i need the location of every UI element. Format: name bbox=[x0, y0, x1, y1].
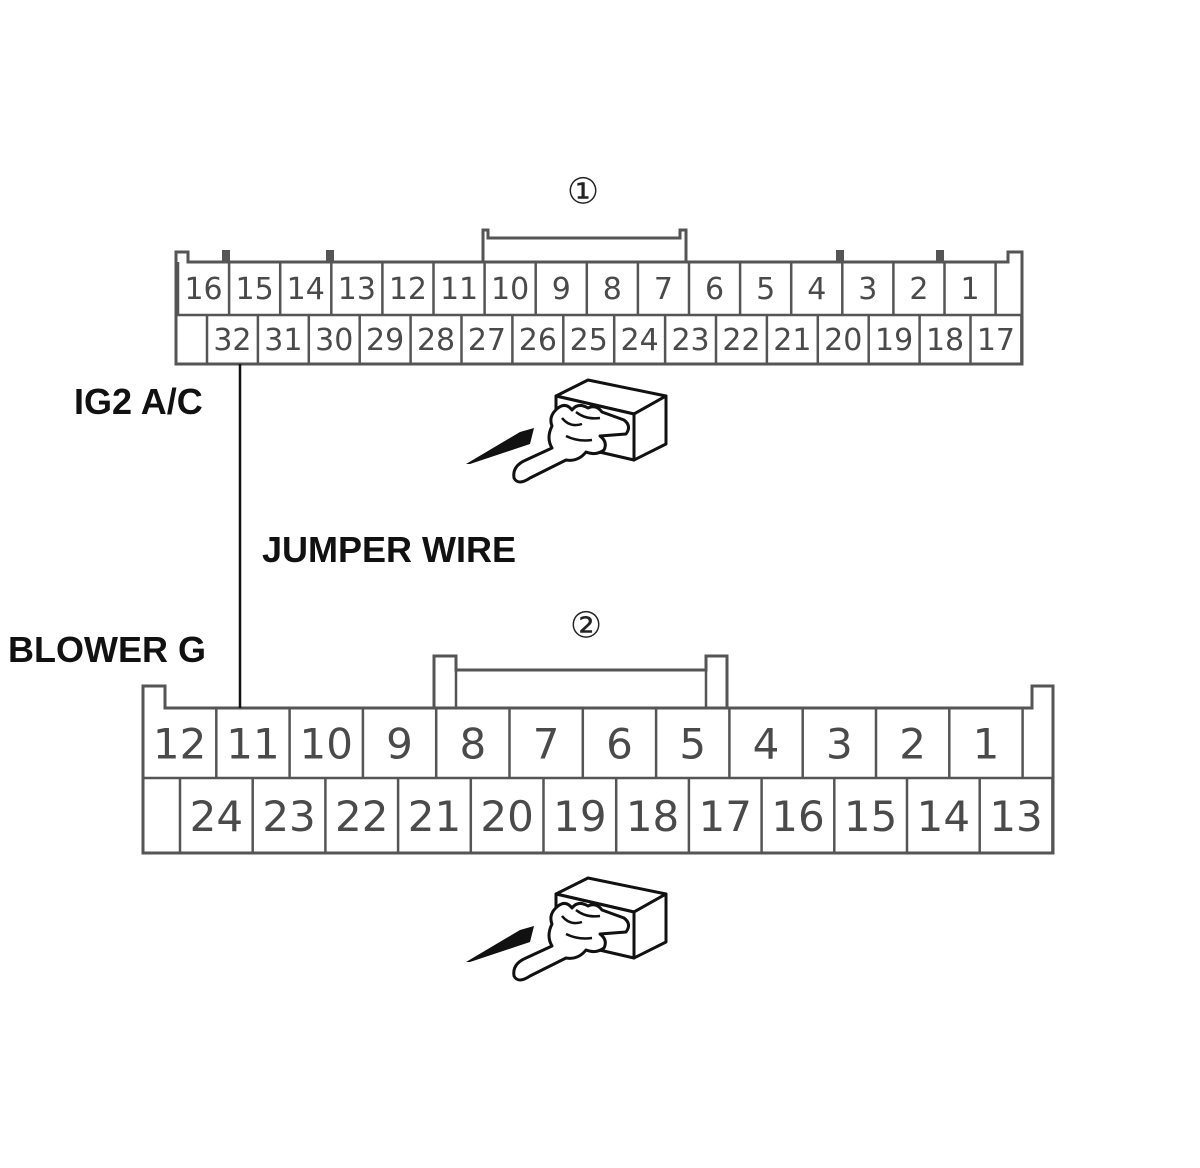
connector2-pin-2: 2 bbox=[899, 720, 926, 769]
connector1-pin-2: 2 bbox=[909, 272, 928, 307]
connector2-pin-24: 24 bbox=[190, 792, 243, 841]
connector1-pin-23: 23 bbox=[671, 323, 709, 358]
connector2-pin-20: 20 bbox=[480, 792, 533, 841]
connector1-pin-20: 20 bbox=[824, 323, 862, 358]
connector1-pin-29: 29 bbox=[366, 323, 404, 358]
connector1-pin-18: 18 bbox=[926, 323, 964, 358]
connector2-pin-17: 17 bbox=[699, 792, 752, 841]
connector1-pin-26: 26 bbox=[519, 323, 557, 358]
connector-1-lock-tab bbox=[481, 228, 688, 262]
connector1-pin-24: 24 bbox=[621, 323, 659, 358]
connector2-pin-22: 22 bbox=[335, 792, 388, 841]
connector1-pin-17: 17 bbox=[977, 323, 1015, 358]
connector1-pin-9: 9 bbox=[552, 272, 571, 307]
hand-pushing-connector-icon bbox=[464, 876, 668, 982]
blower-g-label: BLOWER G bbox=[8, 629, 206, 670]
connector2-pin-16: 16 bbox=[771, 792, 824, 841]
connector1-pin-25: 25 bbox=[570, 323, 608, 358]
connector-2-lock-tab bbox=[432, 654, 729, 708]
connector2-pin-9: 9 bbox=[386, 720, 413, 769]
connector-1-nubs bbox=[222, 250, 944, 262]
connector1-pin-16: 16 bbox=[184, 272, 222, 307]
connector1-pin-11: 11 bbox=[440, 272, 478, 307]
connector1-pin-3: 3 bbox=[858, 272, 877, 307]
connector1-pin-8: 8 bbox=[603, 272, 622, 307]
connector2-pin-3: 3 bbox=[826, 720, 853, 769]
connector1-pin-31: 31 bbox=[264, 323, 302, 358]
connector2-pin-15: 15 bbox=[844, 792, 897, 841]
connector1-pin-13: 13 bbox=[338, 272, 376, 307]
connector2-pin-8: 8 bbox=[459, 720, 486, 769]
ig2-ac-label: IG2 A/C bbox=[74, 381, 203, 422]
connector-1-body bbox=[174, 250, 1024, 366]
connector2-pin-12: 12 bbox=[153, 720, 206, 769]
connector1-pin-30: 30 bbox=[315, 323, 353, 358]
connector1-pin-28: 28 bbox=[417, 323, 455, 358]
connector1-pin-19: 19 bbox=[875, 323, 913, 358]
connector1-pin-27: 27 bbox=[468, 323, 506, 358]
connector1-pin-14: 14 bbox=[287, 272, 325, 307]
connector2-pin-19: 19 bbox=[553, 792, 606, 841]
connector1-pin-5: 5 bbox=[756, 272, 775, 307]
connector1-pin-1: 1 bbox=[961, 272, 980, 307]
connector1-pin-6: 6 bbox=[705, 272, 724, 307]
connector1-pin-21: 21 bbox=[773, 323, 811, 358]
connector2-pin-11: 11 bbox=[226, 720, 279, 769]
connector1-pin-7: 7 bbox=[654, 272, 673, 307]
connector2-pin-14: 14 bbox=[917, 792, 970, 841]
jumper-wire-label: JUMPER WIRE bbox=[262, 529, 516, 570]
connector2-pin-7: 7 bbox=[533, 720, 560, 769]
connector1-pin-4: 4 bbox=[807, 272, 826, 307]
connector2-pin-23: 23 bbox=[262, 792, 315, 841]
connector2-pin-5: 5 bbox=[679, 720, 706, 769]
connector2-pin-13: 13 bbox=[989, 792, 1042, 841]
connector1-pin-32: 32 bbox=[213, 323, 251, 358]
connector1-pin-10: 10 bbox=[491, 272, 529, 307]
connector-1-label: ① bbox=[567, 172, 599, 213]
connector2-pin-10: 10 bbox=[300, 720, 353, 769]
connector2-pin-1: 1 bbox=[973, 720, 1000, 769]
connector1-pin-22: 22 bbox=[722, 323, 760, 358]
hand-pushing-connector-icon bbox=[466, 378, 668, 484]
connector-2-body bbox=[141, 684, 1055, 855]
connector2-pin-18: 18 bbox=[626, 792, 679, 841]
connector-2-label: ② bbox=[570, 606, 602, 647]
connector1-pin-12: 12 bbox=[389, 272, 427, 307]
connector1-pin-15: 15 bbox=[236, 272, 274, 307]
connector2-pin-21: 21 bbox=[408, 792, 461, 841]
connector2-pin-6: 6 bbox=[606, 720, 633, 769]
connector2-pin-4: 4 bbox=[753, 720, 780, 769]
